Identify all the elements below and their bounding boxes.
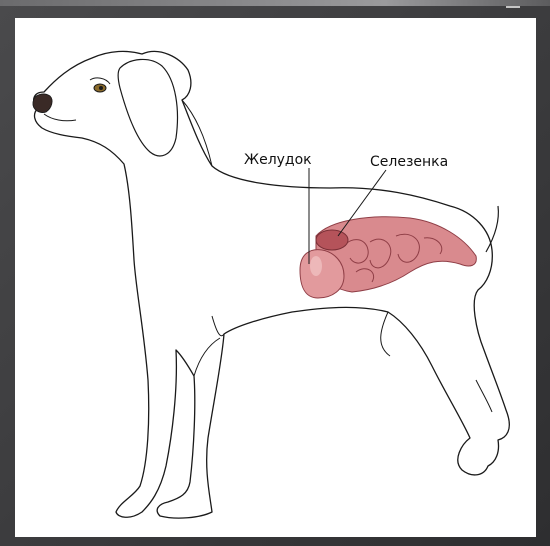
eye-pupil <box>99 86 103 90</box>
hind-leg-line <box>381 312 390 356</box>
dog-outline <box>34 51 510 518</box>
stomach-highlight <box>310 256 322 276</box>
spleen-label: Селезенка <box>370 154 448 170</box>
nose <box>33 94 52 113</box>
stomach-label: Желудок <box>244 152 312 168</box>
spleen <box>316 230 348 250</box>
